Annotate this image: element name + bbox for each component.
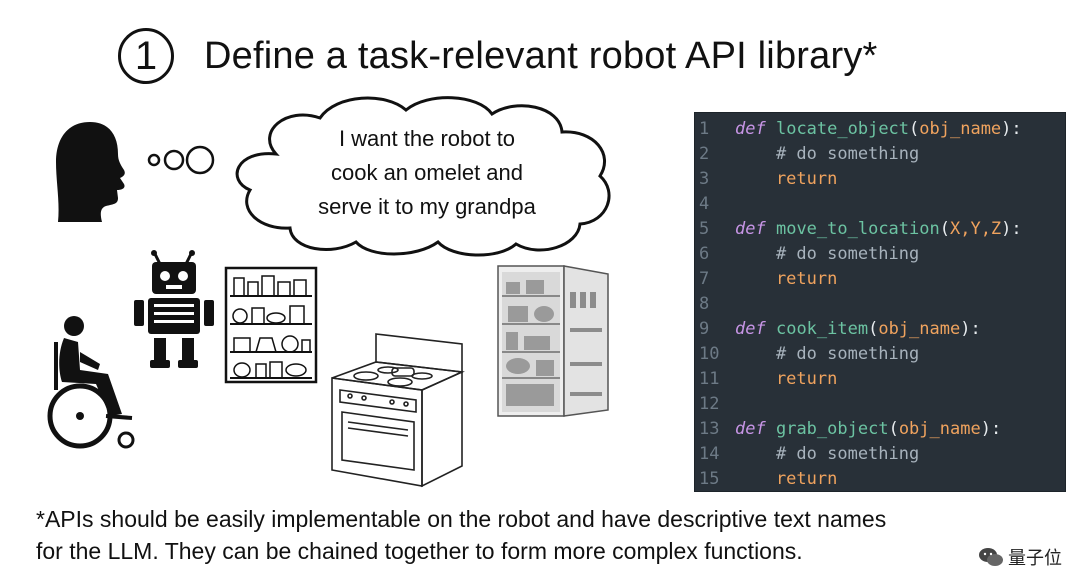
code-line: 12 <box>695 392 1065 417</box>
code-text: # do something <box>729 442 919 467</box>
wheelchair-person-icon <box>47 316 135 449</box>
code-text <box>729 192 735 217</box>
thought-dots <box>147 145 215 175</box>
code-comment: # do something <box>735 344 920 364</box>
code-return: return <box>735 169 838 189</box>
wechat-icon <box>979 548 1003 566</box>
line-number: 14 <box>699 444 720 464</box>
step-number-badge: 1 <box>118 28 174 84</box>
code-comment: # do something <box>735 144 920 164</box>
code-arguments: obj_name <box>878 319 961 339</box>
robot-icon <box>134 250 214 368</box>
code-punctuation: ): <box>960 319 981 339</box>
thought-line: serve it to my grandpa <box>318 194 536 219</box>
code-comment: # do something <box>735 444 920 464</box>
line-number: 13 <box>699 419 720 439</box>
open-fridge-icon <box>497 265 609 417</box>
code-line: 3 return <box>695 167 1065 192</box>
title-text: Define a task-relevant robot API library… <box>204 34 878 77</box>
watermark: 量子位 <box>972 542 1068 572</box>
line-number: 4 <box>699 194 710 214</box>
slide-title: 1 Define a task-relevant robot API libra… <box>118 28 878 84</box>
code-text: return <box>729 167 837 192</box>
line-number: 5 <box>699 219 710 239</box>
code-line: 5 def move_to_location(X,Y,Z): <box>695 217 1065 242</box>
thought-text: I want the robot to cook an omelet and s… <box>292 122 562 224</box>
code-text: return <box>729 367 837 392</box>
code-keyword: def <box>735 419 766 439</box>
line-number: 10 <box>699 344 720 364</box>
code-line: 6 # do something <box>695 242 1065 267</box>
code-function-name: locate_object <box>775 119 910 139</box>
line-number: 1 <box>699 119 710 139</box>
code-line: 14 # do something <box>695 442 1065 467</box>
code-text: def move_to_location(X,Y,Z): <box>729 217 1022 242</box>
code-punctuation: ( <box>939 219 950 239</box>
code-punctuation: ( <box>888 419 899 439</box>
pantry-shelf-icon <box>224 266 318 384</box>
code-text: return <box>729 267 837 292</box>
code-punctuation: ): <box>1001 119 1022 139</box>
code-line: 13 def grab_object(obj_name): <box>695 417 1065 442</box>
line-number: 15 <box>699 469 720 489</box>
code-text: # do something <box>729 142 919 167</box>
footnote: *APIs should be easily implementable on … <box>36 503 1076 567</box>
code-punctuation: ( <box>868 319 879 339</box>
thought-line: cook an omelet and <box>330 160 524 185</box>
code-text: # do something <box>729 242 919 267</box>
code-text: # do something <box>729 342 919 367</box>
watermark-text: 量子位 <box>1008 548 1062 568</box>
code-return: return <box>735 369 838 389</box>
footnote-line-2: for the LLM. They can be chained togethe… <box>36 538 803 564</box>
code-line: 4 <box>695 192 1065 217</box>
code-text: def cook_item(obj_name): <box>729 317 981 342</box>
code-keyword: def <box>735 119 766 139</box>
code-text: return <box>729 467 837 492</box>
line-number: 2 <box>699 144 710 164</box>
code-line: 2 # do something <box>695 142 1065 167</box>
code-function-name: grab_object <box>775 419 889 439</box>
line-number: 8 <box>699 294 710 314</box>
code-line: 9 def cook_item(obj_name): <box>695 317 1065 342</box>
code-keyword: def <box>735 219 766 239</box>
line-number: 3 <box>699 169 710 189</box>
code-text: def locate_object(obj_name): <box>729 117 1022 142</box>
code-return: return <box>735 469 838 489</box>
code-line: 15 return <box>695 467 1065 492</box>
code-line: 8 <box>695 292 1065 317</box>
code-punctuation: ): <box>1001 219 1022 239</box>
code-line: 1 def locate_object(obj_name): <box>695 117 1065 142</box>
code-arguments: obj_name <box>898 419 981 439</box>
code-text <box>729 392 735 417</box>
code-text <box>729 292 735 317</box>
code-line: 10 # do something <box>695 342 1065 367</box>
line-number: 9 <box>699 319 710 339</box>
thought-line: I want the robot to <box>338 126 516 151</box>
code-line: 7 return <box>695 267 1065 292</box>
code-function-name: move_to_location <box>775 219 940 239</box>
code-text: def grab_object(obj_name): <box>729 417 1001 442</box>
thought-bubble <box>235 96 611 257</box>
code-arguments: obj_name <box>919 119 1002 139</box>
stove-oven-icon <box>331 333 465 488</box>
line-number: 7 <box>699 269 710 289</box>
code-punctuation: ): <box>980 419 1002 439</box>
code-punctuation: ( <box>909 119 920 139</box>
person-head-silhouette <box>56 122 125 222</box>
line-number: 11 <box>699 369 720 389</box>
code-arguments: X,Y,Z <box>949 219 1002 239</box>
line-number: 6 <box>699 244 710 264</box>
code-keyword: def <box>735 319 766 339</box>
code-function-name: cook_item <box>775 319 869 339</box>
line-number: 12 <box>699 394 720 414</box>
code-return: return <box>735 269 838 289</box>
footnote-line-1: *APIs should be easily implementable on … <box>36 506 887 532</box>
code-line: 11 return <box>695 367 1065 392</box>
code-comment: # do something <box>735 244 920 264</box>
